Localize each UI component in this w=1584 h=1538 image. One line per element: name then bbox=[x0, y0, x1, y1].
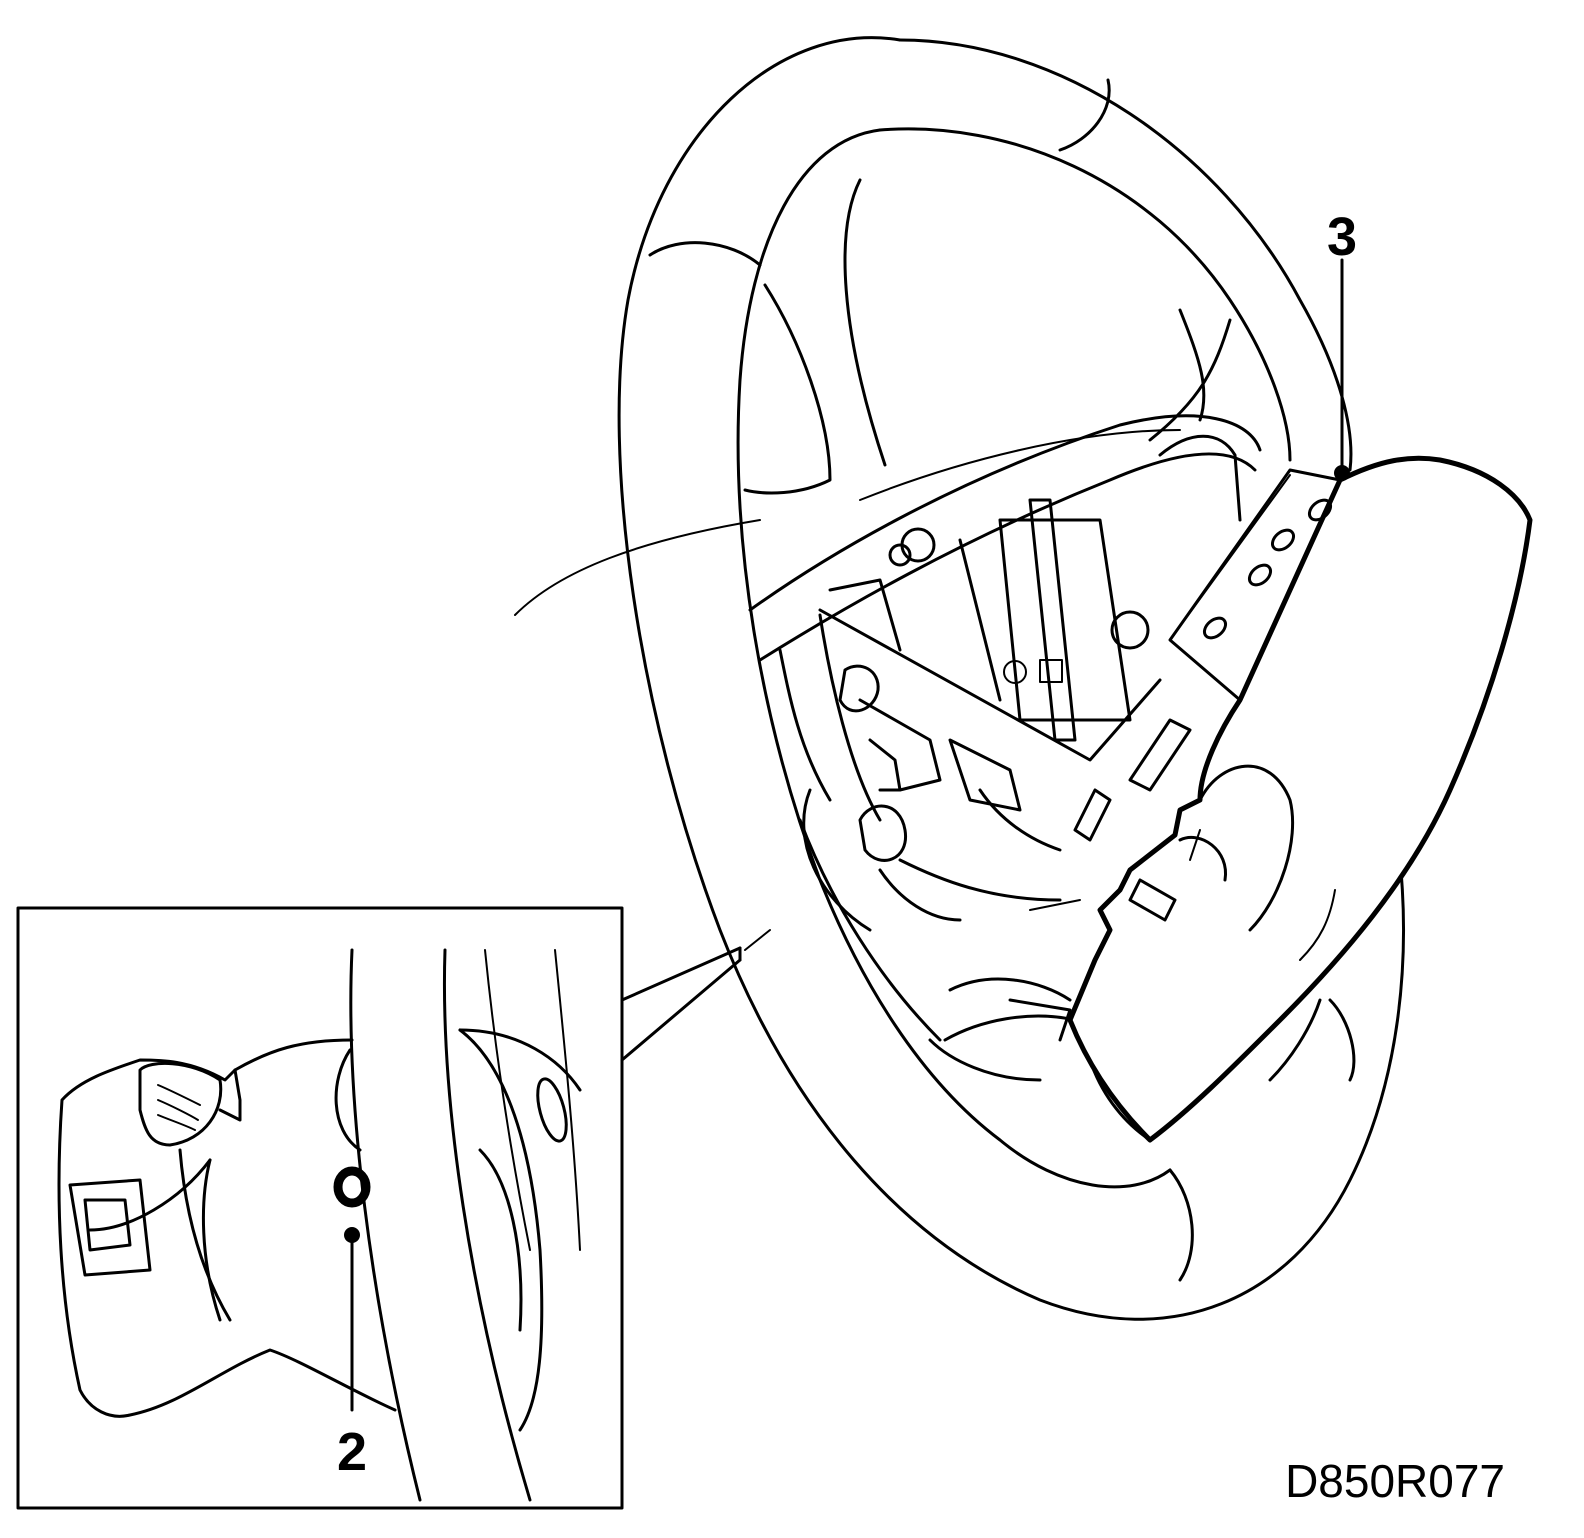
upper-spoke bbox=[743, 178, 1232, 495]
callout-label-3: 3 bbox=[1327, 207, 1357, 267]
figure-reference-code: D850R077 bbox=[1285, 1455, 1505, 1507]
screw-hole bbox=[333, 1166, 371, 1208]
callout-3-dot bbox=[1334, 465, 1350, 481]
inset-frame bbox=[16, 906, 624, 1510]
inset-detail bbox=[16, 906, 742, 1510]
airbag-module bbox=[1067, 258, 1533, 1143]
steering-column bbox=[514, 519, 771, 951]
callout-2-dot bbox=[344, 1227, 360, 1243]
steering-wheel-rim bbox=[617, 36, 1405, 1321]
steering-hub bbox=[748, 414, 1262, 1082]
callout-label-2: 2 bbox=[337, 1422, 367, 1482]
